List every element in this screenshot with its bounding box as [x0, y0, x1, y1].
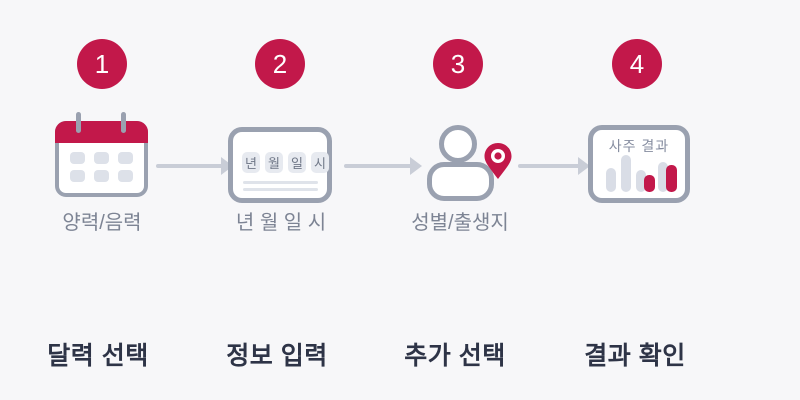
- step-1-title: 달력 선택: [47, 342, 149, 370]
- calendar-peg-icon: [76, 112, 81, 133]
- person-location-icon: [426, 121, 518, 205]
- step-2-caption: 년 월 일 시: [235, 212, 327, 234]
- step-1-caption: 양력/음력: [62, 212, 142, 234]
- result-chart-icon: 사주 결과: [588, 125, 690, 203]
- step-1-badge: 1: [77, 39, 127, 89]
- step-3-caption: 성별/출생지: [411, 212, 509, 234]
- input-line: [243, 181, 318, 184]
- calendar-icon: [55, 112, 148, 197]
- step-3-badge: 3: [433, 39, 483, 89]
- arrow-right-icon: [344, 157, 422, 175]
- date-chips: 년 월 일 시: [242, 152, 329, 173]
- input-line: [243, 188, 318, 191]
- step-4-badge: 4: [612, 39, 662, 89]
- step-2-title: 정보 입력: [226, 342, 328, 370]
- calendar-header: [55, 121, 148, 143]
- person-head: [439, 125, 477, 163]
- month-chip: 월: [265, 152, 283, 173]
- step-2-badge: 2: [255, 39, 305, 89]
- arrow-right-icon: [518, 157, 590, 175]
- hour-chip: 시: [311, 152, 329, 173]
- result-card-title: 사주 결과: [608, 138, 670, 154]
- arrow-right-icon: [156, 157, 233, 175]
- bar-chart-icon: [593, 152, 685, 192]
- person-body: [427, 162, 494, 201]
- date-input-icon: 년 월 일 시: [228, 127, 332, 203]
- calendar-peg-icon: [121, 112, 126, 133]
- step-4-title: 결과 확인: [584, 342, 686, 370]
- location-pin-icon: [484, 143, 512, 179]
- calendar-dates-grid: [70, 152, 133, 182]
- day-chip: 일: [288, 152, 306, 173]
- calendar-body: [55, 121, 148, 197]
- year-chip: 년: [242, 152, 260, 173]
- step-3-title: 추가 선택: [404, 342, 506, 370]
